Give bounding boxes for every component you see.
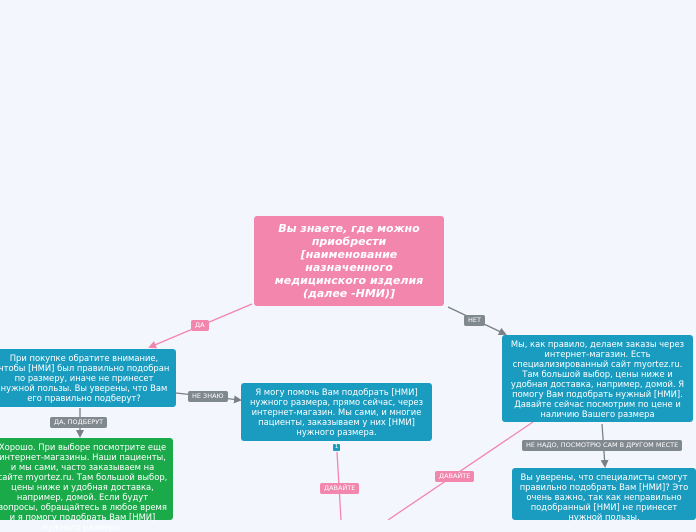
no-answer-node[interactable]: Мы, как правило, делаем заказы через инт…	[502, 335, 693, 422]
edge-label-net: НЕТ	[464, 315, 485, 326]
root-question-node[interactable]: Вы знаете, где можно приобрести [наимено…	[254, 216, 444, 306]
collapse-badge[interactable]: 1	[333, 444, 340, 451]
root-question-text: Вы знаете, где можно приобрести [наимено…	[274, 222, 424, 300]
dont-know-answer-text: Я могу помочь Вам подобрать [НМИ] нужног…	[249, 387, 424, 437]
edge-label-ne-znayu: НЕ ЗНАЮ	[188, 391, 228, 402]
edge-label-da: ДА	[191, 320, 209, 331]
sure-answer-text: Вы уверены, что специалисты смогут прави…	[519, 472, 689, 522]
sure-answer-node[interactable]: Вы уверены, что специалисты смогут прави…	[512, 468, 696, 522]
edge-label-da-podberut: ДА, ПОДБЕРУТ	[50, 417, 108, 428]
no-answer-text: Мы, как правило, делаем заказы через инт…	[510, 338, 685, 419]
yes-answer-node[interactable]: При покупке обратите внимание, чтобы [НМ…	[0, 349, 176, 407]
edge-label-davayte-right: ДАВАЙТЕ	[435, 471, 475, 482]
edge-label-ne-nado: НЕ НАДО, ПОСМОТРЮ САМ В ДРУГОМ МЕСТЕ	[522, 440, 683, 451]
yes-answer-text: При покупке обратите внимание, чтобы [НМ…	[0, 353, 170, 403]
good-answer-text: Хорошо. При выборе посмотрите еще интерн…	[0, 442, 168, 532]
edge-label-davayte-left: ДАВАЙТЕ	[320, 483, 360, 494]
good-answer-node[interactable]: Хорошо. При выборе посмотрите еще интерн…	[0, 438, 173, 532]
dont-know-answer-node[interactable]: Я могу помочь Вам подобрать [НМИ] нужног…	[241, 383, 432, 441]
